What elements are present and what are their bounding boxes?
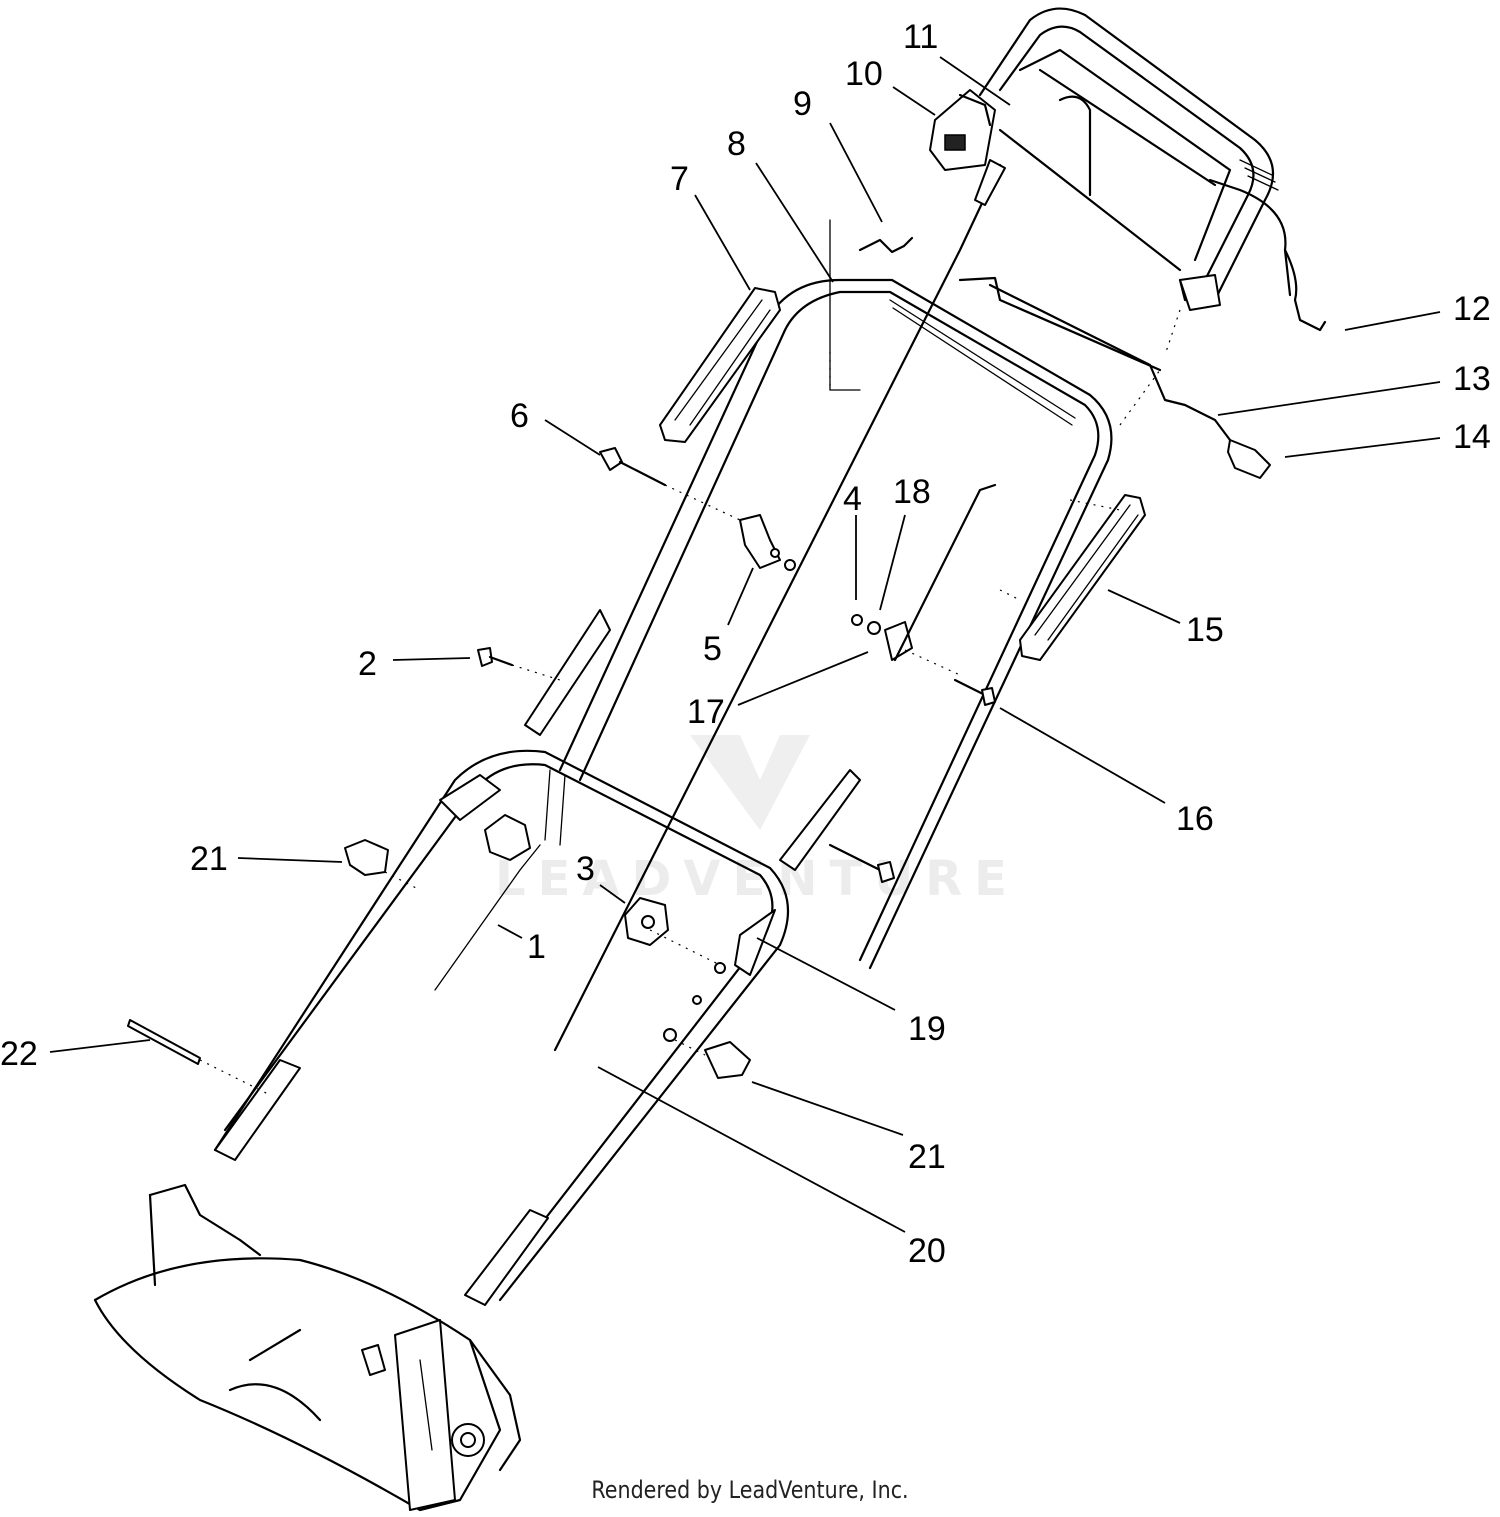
callout-11: 11: [903, 18, 938, 56]
part-8-upper-handle-tube: [524, 278, 1113, 970]
callout-19: 19: [908, 1010, 946, 1048]
callout-2: 2: [358, 645, 377, 683]
callout-12: 12: [1453, 290, 1491, 328]
knob-upper: [484, 814, 531, 861]
part-3-knob: [624, 897, 669, 946]
control-cable: [553, 159, 1006, 1052]
callout-17: 17: [687, 693, 725, 731]
callout-21b: 21: [908, 1138, 946, 1176]
part-21-pivot-bracket-right: [663, 962, 751, 1079]
callout-15: 15: [1186, 611, 1224, 649]
callout-18: 18: [893, 473, 931, 511]
callouts: 1 2 3 4 5 6 7 8 9 10 11 12 13 14 15 16 1…: [0, 18, 1491, 1270]
part-12-14-cable-ends: [958, 248, 1327, 479]
callout-20: 20: [908, 1232, 946, 1270]
callout-4: 4: [843, 480, 862, 518]
callout-10: 10: [845, 55, 883, 93]
part-19-lower-handle-legs: [214, 1059, 549, 1306]
part-19-lower-handle-top: [213, 749, 790, 1302]
part-6-cable-bolt: [599, 447, 667, 487]
part-10-switch-box: [929, 89, 996, 171]
part-2-bolt: [477, 647, 514, 667]
watermark-logo-icon: [690, 735, 810, 830]
callout-22: 22: [0, 1035, 38, 1073]
part-15-right-clip: [1019, 494, 1146, 661]
callout-1: 1: [527, 928, 546, 966]
callout-9: 9: [793, 85, 812, 123]
watermark: LEADVENTURE: [495, 735, 1019, 907]
callout-3: 3: [576, 850, 595, 888]
callout-6: 6: [510, 397, 529, 435]
leader-lines: [49, 56, 1441, 1233]
watermark-text: LEADVENTURE: [495, 851, 1019, 907]
part-16-bolt: [828, 678, 996, 883]
part-21-pivot-bracket-left: [344, 839, 389, 876]
callout-5: 5: [703, 630, 722, 668]
part-5-cable-clamp: [739, 514, 796, 571]
assembly-lines: [199, 309, 1181, 1096]
part-1-wire: [434, 844, 541, 991]
callout-7: 7: [670, 160, 689, 198]
callout-14: 14: [1453, 418, 1491, 456]
render-credit: Rendered by LeadVenture, Inc.: [591, 1476, 909, 1504]
mower-deck: [93, 1183, 522, 1512]
part-4-18-17-hardware: [851, 483, 997, 662]
part-9-spring: [829, 219, 914, 391]
part-22-rod: [127, 1019, 201, 1065]
callout-16: 16: [1176, 800, 1214, 838]
part-11-upper-handle: [978, 7, 1292, 311]
callout-8: 8: [727, 125, 746, 163]
callout-13: 13: [1453, 360, 1491, 398]
part-7-left-clip: [659, 287, 781, 443]
callout-21a: 21: [190, 840, 228, 878]
